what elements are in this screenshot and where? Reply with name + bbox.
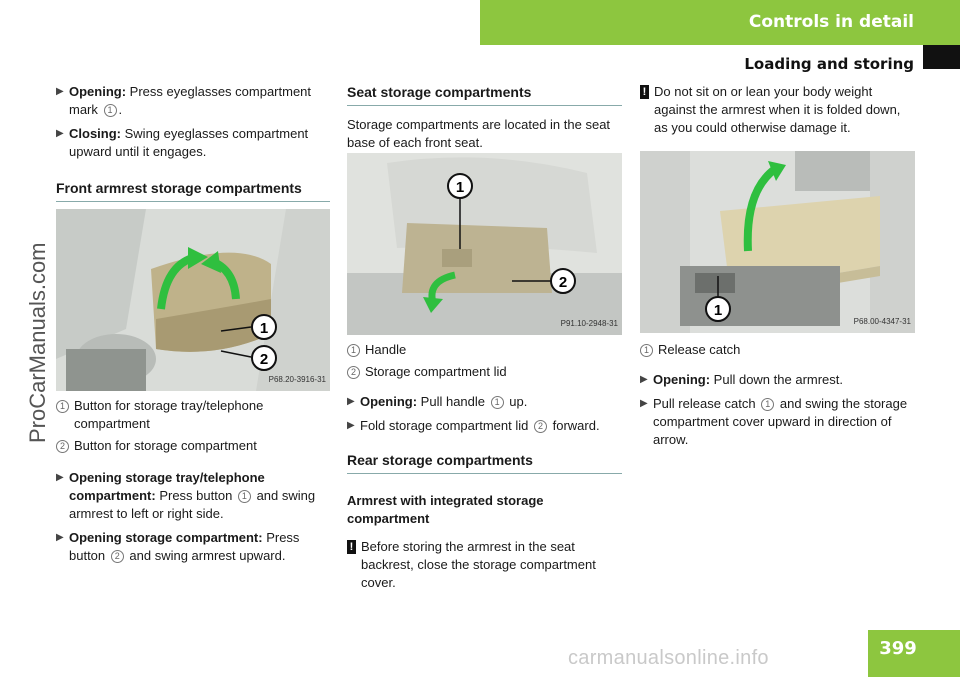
warning-icon: ! [640, 85, 649, 99]
armrest-illustration: 1 2 [56, 209, 330, 391]
callout-2: 2 [559, 274, 567, 291]
rear-armrest-illustration: 1 [640, 151, 915, 333]
warning-icon: ! [347, 540, 356, 554]
seat-storage-intro: Storage compartments are located in the … [347, 117, 611, 150]
rear-armrest-photo: 1 P68.00-4347-31 [640, 151, 915, 333]
step-opening-eyeglasses: ▶ Opening: Press eyeglasses compartment … [56, 84, 312, 117]
warning-note: ! Before storing the armrest in the seat… [347, 538, 622, 592]
column-1: ▶ Opening: Press eyeglasses compartment … [56, 83, 330, 563]
seat-photo: 1 2 P91.10-2948-31 [347, 153, 622, 335]
side-watermark: ProCarManuals.com [25, 242, 50, 443]
subsection-title: Loading and storing [744, 55, 914, 73]
page-number-box [868, 630, 960, 677]
header-corner-block [923, 45, 960, 69]
callout-1: 1 [456, 179, 464, 196]
section-title: Controls in detail [748, 12, 914, 32]
rear-storage-heading: Rear storage compartments [347, 451, 622, 474]
page-number: 399 [879, 638, 917, 659]
step-arrow-icon: ▶ [347, 420, 355, 431]
step-pull-down-armrest: ▶ Opening: Pull down the armrest. [640, 372, 844, 387]
step-release-catch: ▶ Pull release catch 1 and swing the sto… [640, 396, 908, 447]
seat-illustration: 1 2 [347, 153, 622, 335]
header-bar [480, 0, 960, 45]
photo-code: P91.10-2948-31 [560, 319, 618, 328]
bottom-watermark: carmanualsonline.info [568, 647, 769, 669]
callout-1: 1 [260, 320, 268, 337]
step-fold-lid: ▶ Fold storage compartment lid 2 forward… [347, 418, 600, 433]
step-arrow-icon: ▶ [640, 374, 648, 385]
step-open-storage: ▶ Opening storage compartment: Press but… [56, 530, 300, 563]
step-arrow-icon: ▶ [347, 396, 355, 407]
seat-storage-heading: Seat storage compartments [347, 83, 622, 106]
swing-up-arrow [743, 165, 778, 252]
step-arrow-icon: ▶ [640, 398, 648, 409]
front-armrest-heading: Front armrest storage compartments [56, 179, 330, 202]
column-2: Seat storage compartments Storage compar… [347, 83, 622, 590]
photo-code: P68.20-3916-31 [268, 375, 326, 384]
armrest-subheading: Armrest with integrated storage compartm… [347, 493, 544, 526]
callout-1: 1 [714, 302, 722, 319]
step-arrow-icon: ▶ [56, 472, 64, 483]
armrest-photo: 1 2 P68.20-3916-31 [56, 209, 330, 391]
step-arrow-icon: ▶ [56, 86, 64, 97]
callout-2: 2 [260, 351, 268, 368]
step-open-tray: ▶ Opening storage tray/telephone compart… [56, 470, 316, 521]
column-3: ! Do not sit on or lean your body weight… [640, 83, 915, 447]
callout-number: 1 [103, 104, 117, 117]
photo-code: P68.00-4347-31 [853, 317, 911, 326]
step-arrow-icon: ▶ [56, 532, 64, 543]
step-arrow-icon: ▶ [56, 128, 64, 139]
step-closing-eyeglasses: ▶ Closing: Swing eyeglasses compartment … [56, 126, 309, 159]
step-open-seat-storage: ▶ Opening: Pull handle 1 up. [347, 394, 528, 409]
warning-note: ! Do not sit on or lean your body weight… [640, 83, 915, 137]
